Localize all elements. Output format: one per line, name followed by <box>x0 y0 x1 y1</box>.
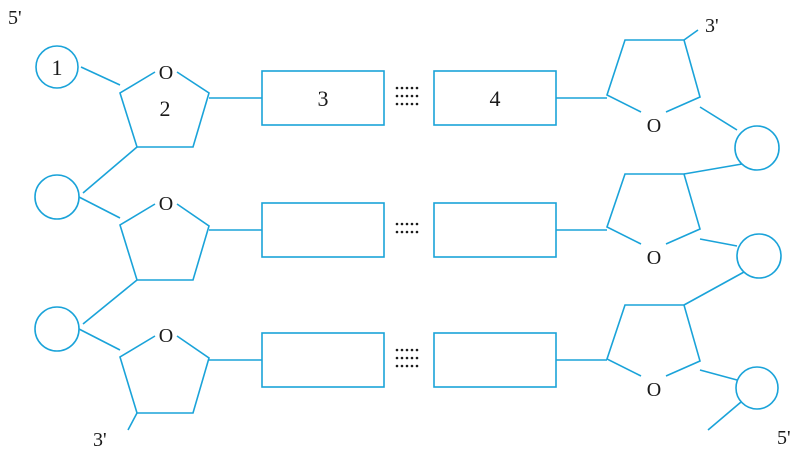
right-base-1: 4 <box>433 70 557 126</box>
left-phosphate-2 <box>34 174 121 220</box>
phosphate-number-label: 1 <box>52 55 63 80</box>
sugar-oxygen-label: O <box>159 62 173 84</box>
hydrogen-bond-3 <box>395 348 419 368</box>
left-phosphate-3 <box>34 306 121 352</box>
bottom-right-5prime-label: 5' <box>777 427 791 449</box>
left-sugar-2: O <box>119 193 210 281</box>
sugar-oxygen-label: O <box>159 325 173 347</box>
sugar-oxygen-label: O <box>647 247 661 269</box>
right-sugar-1: O <box>606 29 701 137</box>
left-sugar-1: O 2 <box>119 62 210 148</box>
left-base-1: 3 <box>261 70 385 126</box>
sugar-oxygen-label: O <box>159 193 173 215</box>
hydrogen-bond-2 <box>395 222 419 234</box>
base-number-label: 4 <box>490 86 501 111</box>
right-base-2 <box>433 202 557 258</box>
right-sugar-2: O <box>606 173 701 269</box>
sugar-oxygen-label: O <box>647 115 661 137</box>
base-number-label: 3 <box>318 86 329 111</box>
right-backbone-link-2 <box>683 271 745 306</box>
left-backbone-link-2 <box>82 279 138 325</box>
right-sugar-3: O <box>606 304 701 401</box>
right-phosphate-3 <box>699 366 779 431</box>
sugar-number-label: 2 <box>160 96 171 121</box>
right-backbone-link-1 <box>683 163 743 175</box>
left-base-2 <box>261 202 385 258</box>
left-base-3 <box>261 332 385 388</box>
left-backbone-link-1 <box>82 146 138 194</box>
top-right-3prime-label: 3' <box>705 15 719 37</box>
left-sugar-3: O <box>119 325 210 431</box>
top-left-5prime-label: 5' <box>8 7 22 29</box>
right-phosphate-2 <box>699 233 782 279</box>
left-phosphate-1: 1 <box>35 45 121 89</box>
right-base-3 <box>433 332 557 388</box>
right-phosphate-1 <box>699 106 780 171</box>
bottom-left-3prime-label: 3' <box>93 429 107 450</box>
hydrogen-bond-1 <box>395 86 419 106</box>
sugar-oxygen-label: O <box>647 379 661 401</box>
